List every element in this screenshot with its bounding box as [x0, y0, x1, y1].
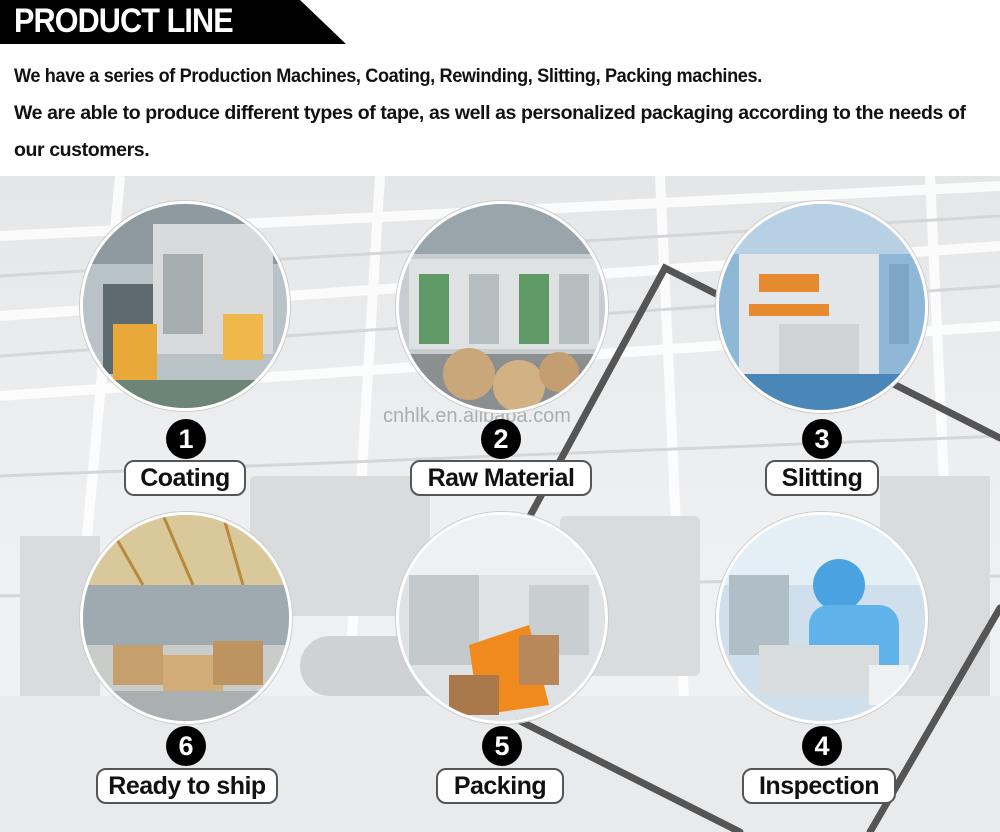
- inspection-photo: [716, 512, 928, 724]
- ready-to-ship-photo: [80, 512, 292, 724]
- step-badge: 6: [166, 726, 206, 766]
- step-badge: 1: [166, 419, 206, 459]
- step-label: Raw Material: [410, 460, 592, 496]
- header-banner: [0, 0, 346, 44]
- coating-photo: [80, 201, 290, 411]
- slitting-photo: [716, 201, 928, 413]
- page-title: PRODUCT LINE: [14, 2, 234, 40]
- step-badge: 2: [481, 419, 521, 459]
- step-label: Inspection: [742, 768, 896, 804]
- raw-material-photo: [396, 201, 608, 413]
- step-label: Coating: [124, 460, 246, 496]
- step-badge: 4: [802, 726, 842, 766]
- intro-line-1: We have a series of Production Machines,…: [14, 65, 762, 87]
- step-badge: 5: [482, 726, 522, 766]
- step-badge: 3: [802, 419, 842, 459]
- step-label: Ready to ship: [96, 768, 278, 804]
- intro-line-2: We are able to produce different types o…: [14, 102, 966, 161]
- packing-photo: [396, 512, 608, 724]
- intro-text: We have a series of Production Machines,…: [14, 58, 989, 169]
- step-label: Slitting: [765, 460, 879, 496]
- step-label: Packing: [436, 768, 564, 804]
